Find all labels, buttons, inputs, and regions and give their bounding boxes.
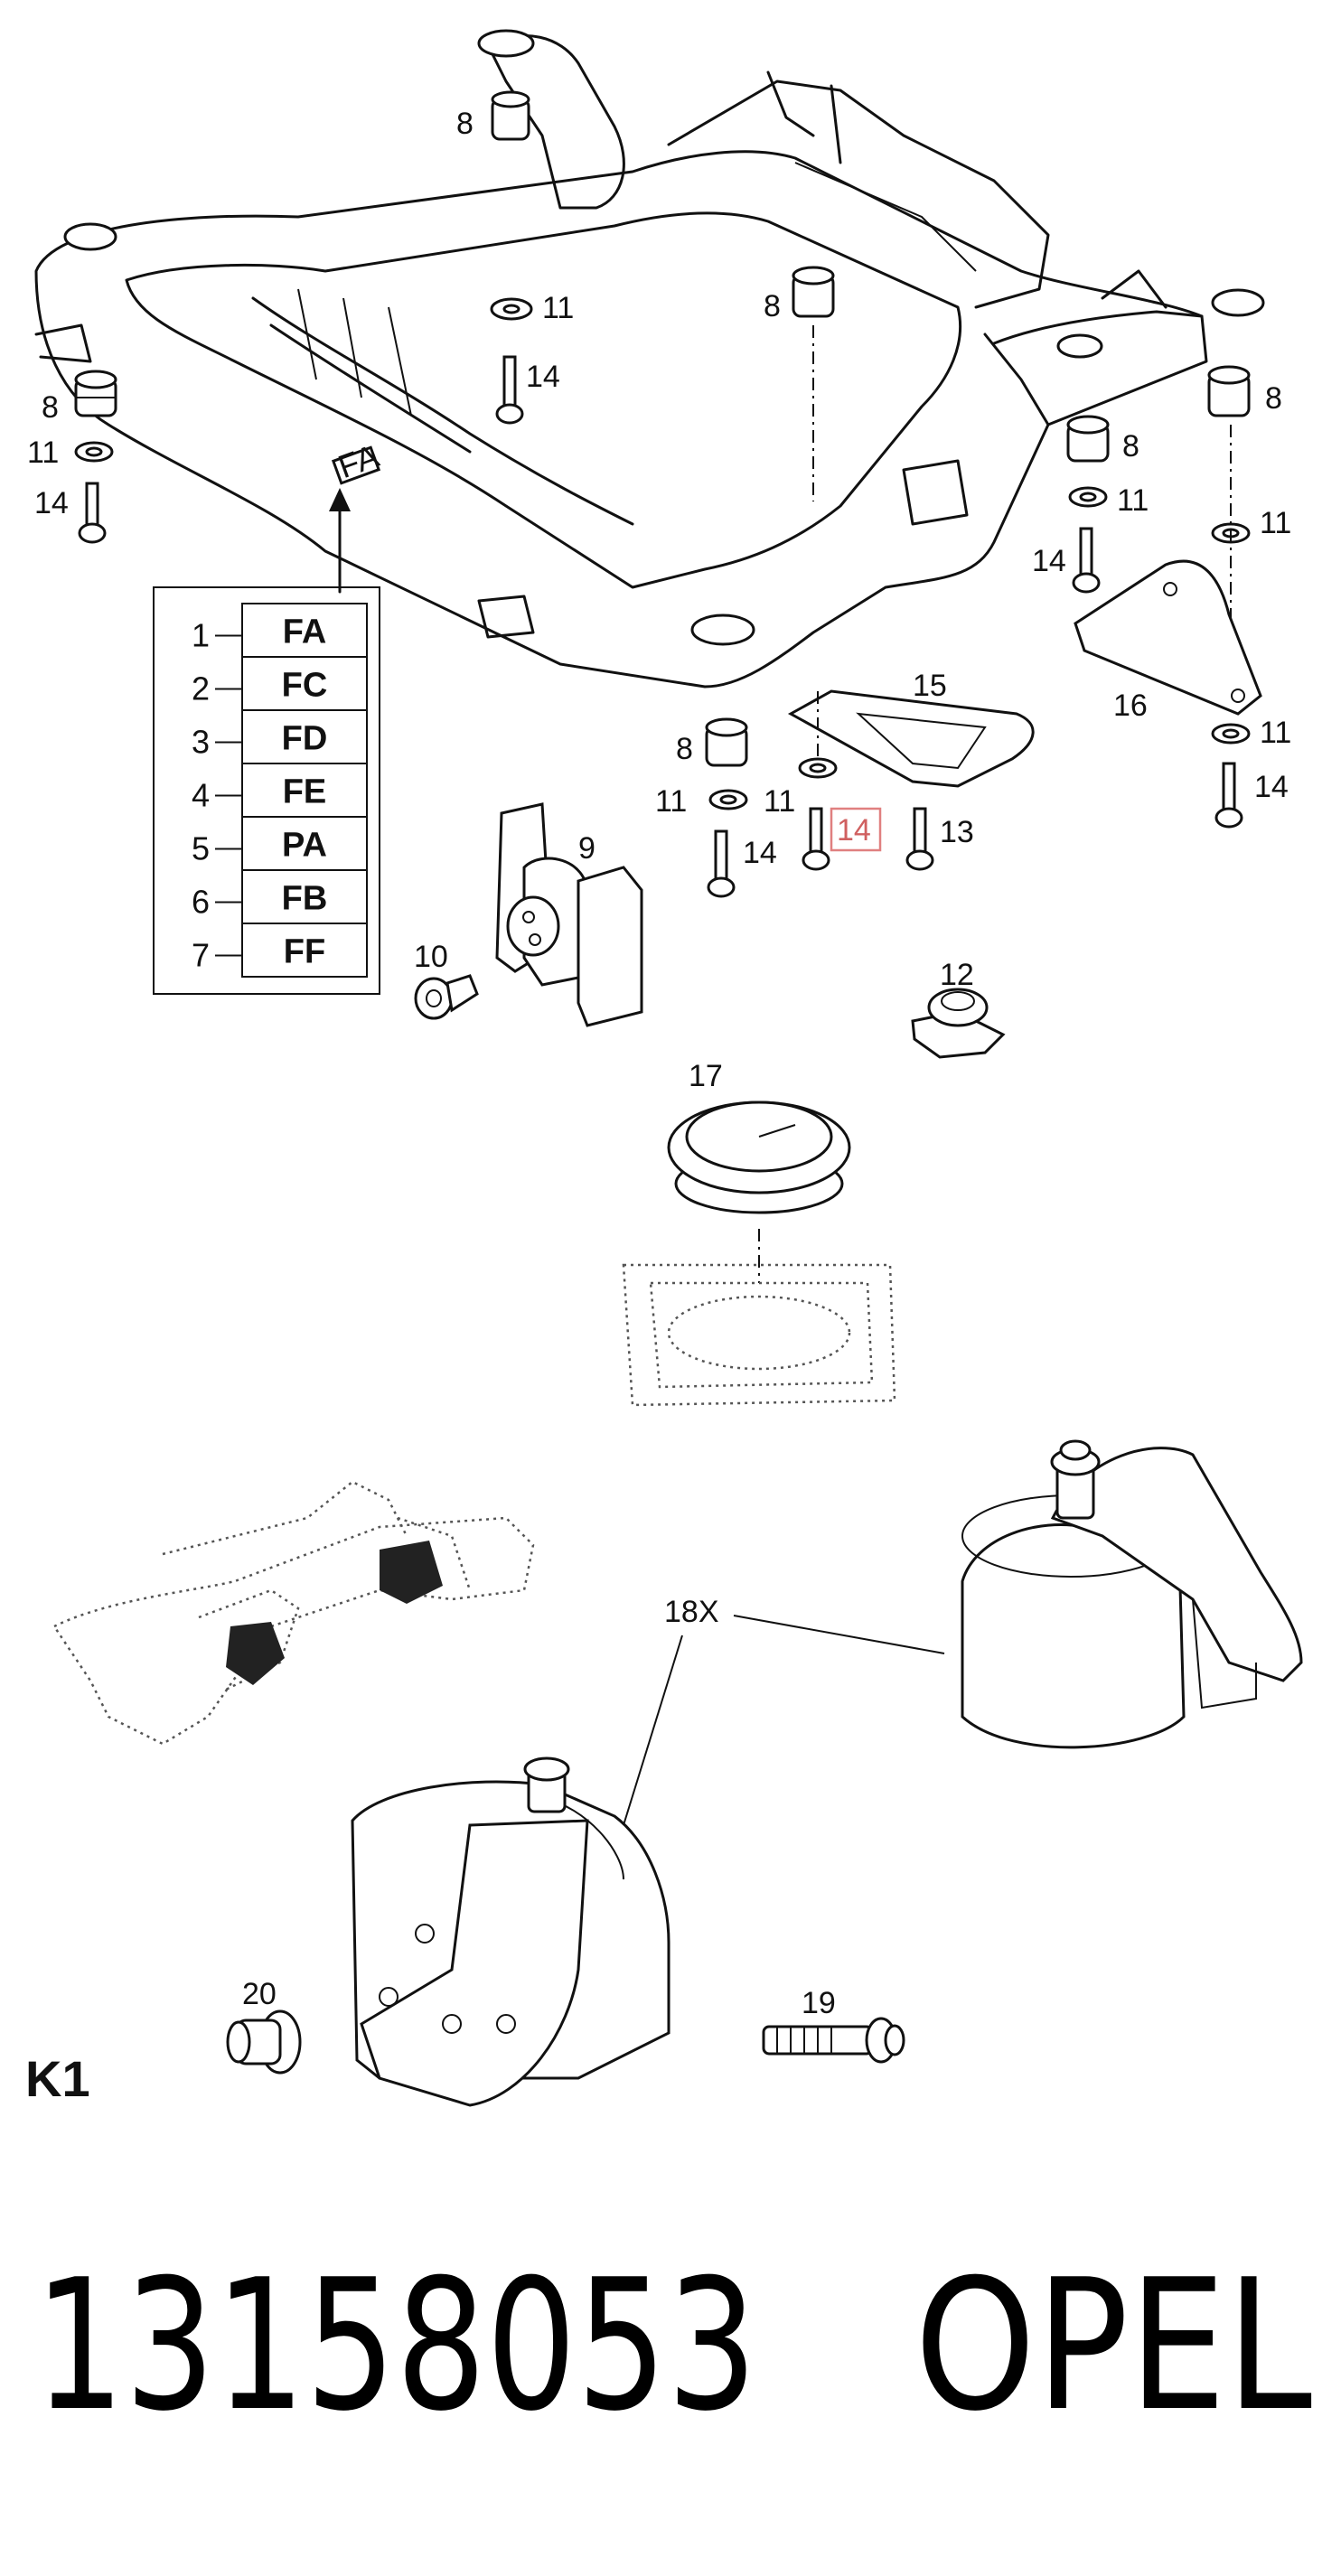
engine-mount-18x-left — [351, 1756, 670, 2107]
washer-11-right — [1068, 486, 1108, 508]
table-row-number: 7 — [192, 937, 210, 974]
table-row-number: 5 — [192, 830, 210, 867]
table-frame — [153, 586, 380, 995]
plate-15 — [787, 689, 1035, 788]
table-row-code: FA — [283, 614, 327, 651]
callout-14: 14 — [34, 486, 69, 520]
bolt-13 — [905, 807, 934, 871]
callout-10: 10 — [414, 940, 448, 974]
nut-20 — [226, 2009, 302, 2075]
bracket-9 — [495, 802, 643, 1027]
bushing-8-far-right — [1207, 365, 1251, 417]
bushing-8-right — [1066, 415, 1110, 463]
callout-11: 11 — [655, 784, 687, 819]
bolt-14-plate16 — [1214, 762, 1243, 829]
callout-8: 8 — [1122, 429, 1139, 464]
callout-11: 11 — [764, 784, 795, 819]
brand-name: OPEL — [914, 2241, 1312, 2451]
bushing-8-lower — [705, 717, 748, 767]
table-row-code: FE — [283, 773, 327, 811]
callout-12: 12 — [940, 958, 974, 992]
bolt-14-mid — [495, 355, 524, 425]
washer-11-left — [74, 441, 114, 463]
callout-8: 8 — [764, 289, 781, 323]
washer-11-lower — [708, 789, 748, 810]
front-subframe: FA — [34, 29, 1265, 688]
leader-18x-right — [733, 1615, 945, 1654]
table-row-code: FF — [284, 933, 325, 971]
callout-8: 8 — [676, 732, 693, 766]
table-row-number: 6 — [192, 884, 210, 921]
bushing-8-top — [491, 90, 530, 141]
callout-18x: 18X — [664, 1595, 719, 1629]
callout-8: 8 — [456, 107, 474, 141]
table-row-code: PA — [282, 827, 327, 865]
bushing-8-left — [74, 370, 117, 417]
table-cell — [241, 923, 368, 978]
table-row-code: FB — [282, 880, 328, 918]
shaded-mount-left — [226, 1622, 285, 1685]
bolt-19 — [762, 2017, 905, 2064]
table-row-code: FC — [282, 667, 328, 705]
screw-10 — [414, 974, 479, 1020]
callout-14: 14 — [1254, 770, 1289, 804]
nut-12 — [911, 988, 1006, 1059]
callout-11: 11 — [1260, 506, 1291, 540]
callout-16: 16 — [1113, 688, 1148, 723]
table-row-number: 3 — [192, 724, 210, 761]
callout-9: 9 — [578, 831, 595, 866]
part-number: 13158053 — [34, 2241, 757, 2451]
grommet-17 — [667, 1101, 851, 1214]
callout-11: 11 — [27, 436, 59, 470]
callout-19: 19 — [802, 1986, 836, 2020]
table-row-number: 1 — [192, 617, 210, 654]
bolt-14-left — [78, 482, 107, 544]
callout-14: 14 — [743, 836, 777, 870]
callout-11: 11 — [542, 291, 574, 325]
mounting-plate-outline — [622, 1263, 896, 1407]
callout-11: 11 — [1117, 483, 1149, 518]
frame-label-plate — [331, 445, 381, 485]
washer-11-mid — [490, 297, 533, 321]
callout-8: 8 — [42, 390, 59, 425]
highlight-box — [830, 807, 882, 852]
callout-8: 8 — [1265, 381, 1282, 416]
callouts: 8 8 8 8 8 8 11 11 11 11 11 11 11 14 14 1… — [27, 107, 1291, 2020]
bolt-14-highlighted — [802, 807, 830, 871]
table-row-number: 2 — [192, 670, 210, 707]
callout-14: 14 — [526, 360, 560, 394]
callout-13: 13 — [940, 815, 974, 849]
bolt-14-right — [1072, 527, 1101, 594]
callout-20: 20 — [242, 1977, 277, 2011]
pointer-arrowhead — [329, 488, 351, 511]
bolt-14-lower — [707, 829, 736, 898]
washer-11-plate16 — [1211, 723, 1251, 745]
callout-11: 11 — [1260, 716, 1291, 750]
plate-16 — [1074, 559, 1262, 716]
leader-18x-left — [623, 1635, 683, 1826]
washer-11-plate15 — [798, 757, 838, 779]
shaded-mount-right — [380, 1541, 443, 1604]
bushing-8-center — [792, 266, 835, 318]
callout-15: 15 — [913, 669, 947, 703]
callout-17: 17 — [689, 1059, 723, 1093]
engine-mount-18x-right — [961, 1439, 1303, 1749]
callout-14: 14 — [1032, 544, 1066, 578]
table-row-number: 4 — [192, 777, 210, 814]
callout-14-highlighted: 14 — [837, 813, 871, 848]
subframe-location-view — [52, 1480, 535, 1746]
section-label: K1 — [25, 2050, 90, 2107]
variant-code-table: 1 FA 2 FC 3 FD 4 FE 5 PA 6 FB 7 FF — [153, 586, 380, 995]
table-row-code: FD — [282, 720, 328, 758]
